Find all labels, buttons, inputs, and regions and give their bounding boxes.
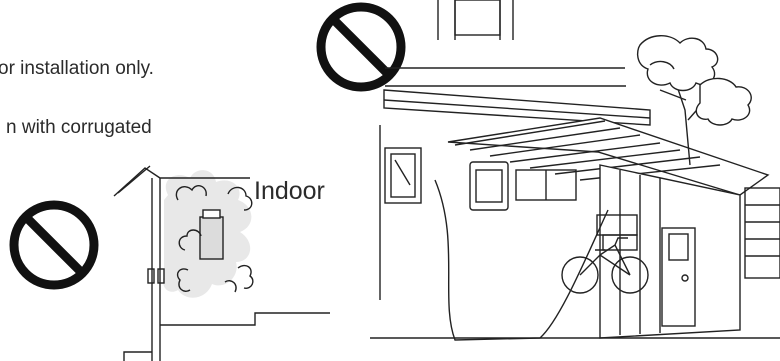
indoor-wall-diagram [114, 166, 330, 361]
prohibition-icon-top [321, 7, 401, 87]
prohibition-icon-left [14, 205, 94, 285]
house-scene [370, 0, 780, 340]
